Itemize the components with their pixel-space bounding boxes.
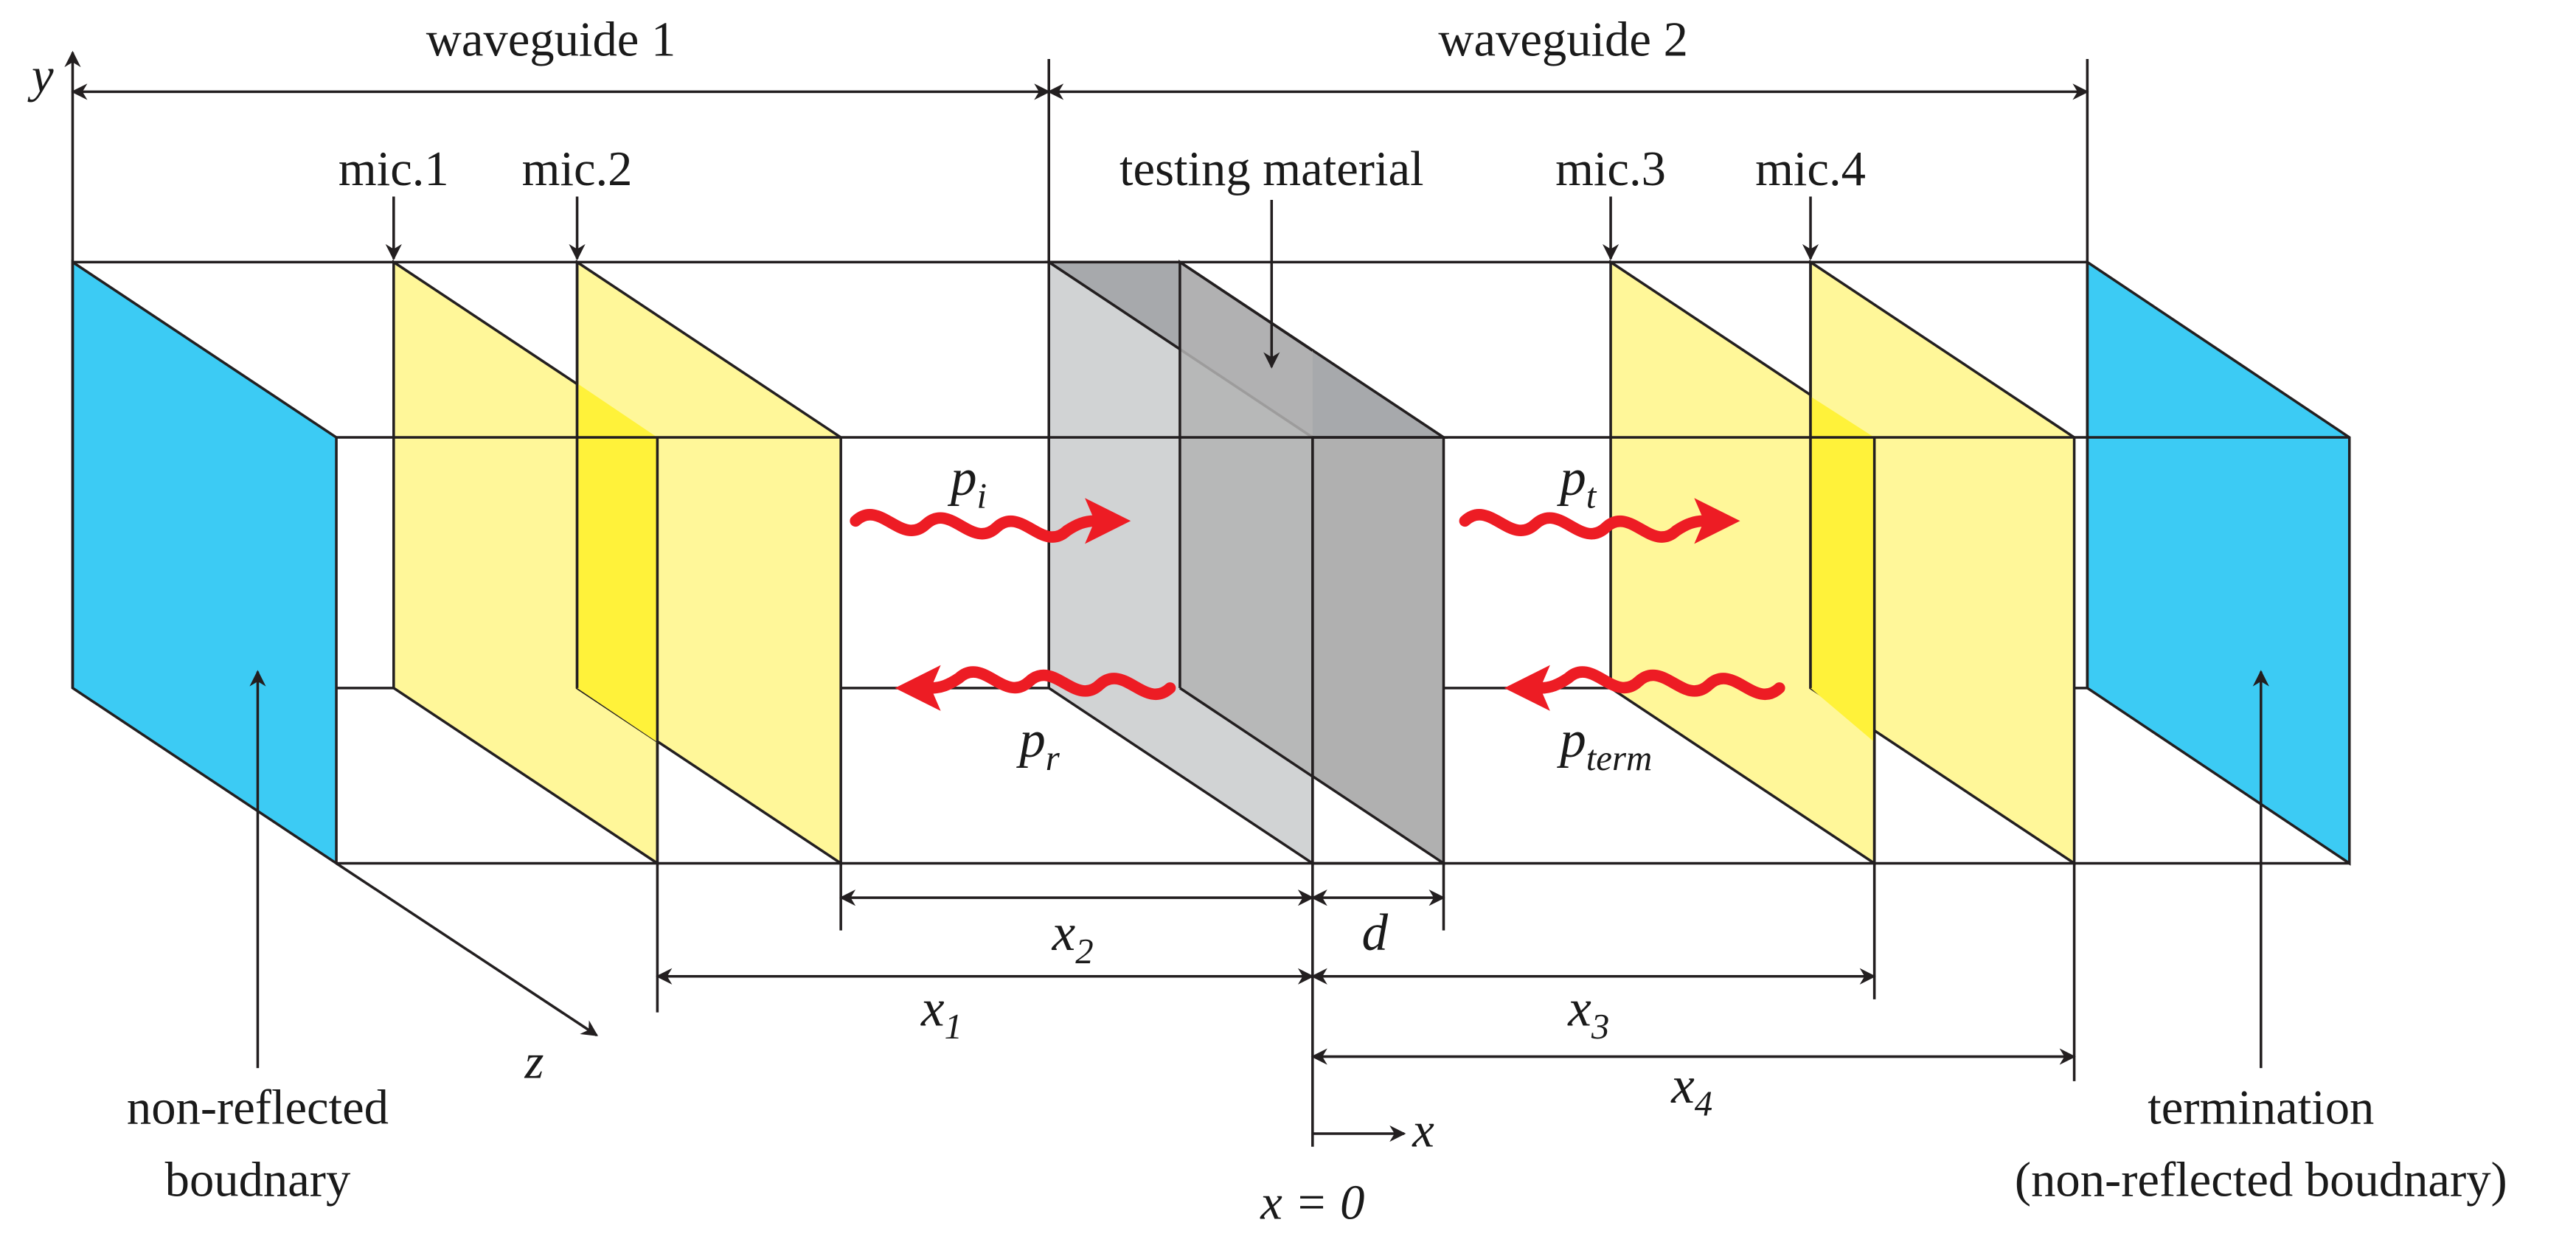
waves: pi pr pt pterm [850, 449, 1785, 778]
nonreflected-label-line2: boudnary [165, 1153, 351, 1207]
left-boundary-plane [71, 260, 338, 866]
axes: y z x [27, 49, 1434, 1157]
y-axis-label: y [27, 49, 54, 103]
waveguide2-label: waveguide 2 [1438, 13, 1688, 67]
z-axis [336, 862, 599, 1037]
waveguide1-label: waveguide 1 [426, 13, 676, 67]
material-mid-face [1179, 262, 1313, 777]
transmitted-wave-label: pt [1556, 449, 1597, 516]
mic3-label: mic.3 [1555, 142, 1666, 196]
mic4-label: mic.4 [1755, 142, 1866, 196]
termination-label-line2: (non-reflected boudnary) [2015, 1153, 2507, 1207]
incident-wave-label: pi [947, 449, 987, 516]
waveguide-spans: waveguide 1 waveguide 2 [71, 13, 2089, 263]
dimension-lines: x2 d x1 x3 x4 x = 0 [656, 863, 2076, 1230]
mic3-mic4-overlap [1811, 396, 1875, 743]
boundary-annotations: non-reflected boudnary termination (non-… [127, 670, 2507, 1207]
waveguide-front-face [71, 262, 2350, 865]
x1-label: x1 [920, 979, 962, 1047]
origin-label: x = 0 [1260, 1176, 1364, 1230]
reflected-wave: pr [895, 665, 1176, 778]
d-label: d [1361, 904, 1388, 962]
testing-material-block [1044, 260, 1448, 866]
x4-label: x4 [1670, 1057, 1712, 1124]
z-axis-label: z [524, 1035, 544, 1089]
mic1-mic2-overlap [577, 383, 658, 743]
x-axis-label: x [1412, 1104, 1434, 1158]
terminal-wave: pterm [1504, 665, 1785, 778]
mic2-label: mic.2 [522, 142, 633, 196]
mic1-label: mic.1 [339, 142, 449, 196]
reflected-wave-label: pr [1016, 711, 1060, 778]
mic-labels: mic.1 mic.2 mic.3 mic.4 testing material [339, 142, 1866, 369]
incident-wave: pi [850, 449, 1131, 544]
transmitted-wave: pt [1459, 449, 1740, 544]
x2-label: x2 [1052, 904, 1094, 971]
termination-label-line1: termination [2148, 1081, 2374, 1135]
testing-material-label: testing material [1119, 142, 1424, 196]
terminal-wave-label: pterm [1556, 711, 1652, 778]
x3-label: x3 [1567, 979, 1609, 1047]
right-boundary-plane [2086, 260, 2351, 866]
nonreflected-label-line1: non-reflected [127, 1081, 389, 1135]
